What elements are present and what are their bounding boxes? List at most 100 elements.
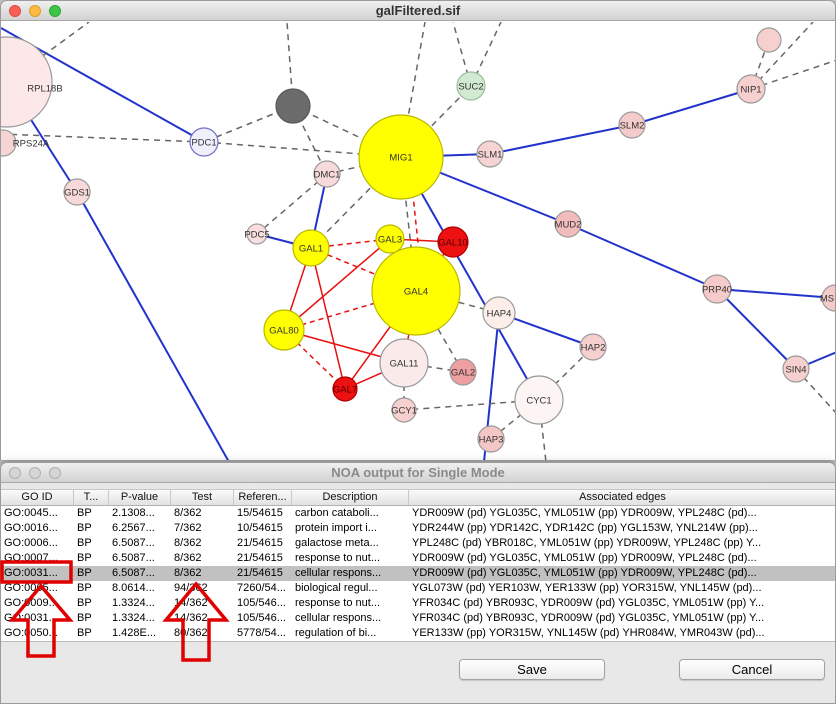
cell-type: BP (77, 612, 92, 624)
save-button[interactable]: Save (459, 659, 605, 680)
cell-reference: 21/54615 (237, 552, 283, 564)
edge-gray-dashed (750, 39, 770, 90)
node-SLM1[interactable] (476, 140, 504, 168)
node-HAP4[interactable] (482, 296, 516, 330)
node-SIN4[interactable] (782, 355, 810, 383)
node-label-GAL80: GAL80 (269, 325, 299, 336)
node-unnamed-dark[interactable] (275, 88, 311, 124)
cell-reference: 10/54615 (237, 522, 283, 534)
cell-edges: YFR034C (pd) YBR093C, YDR009W (pd) YGL03… (412, 597, 765, 609)
node-MIG1[interactable] (358, 114, 444, 200)
node-PDC1[interactable] (189, 127, 219, 157)
node-GAL1[interactable] (292, 229, 330, 267)
column-header-description[interactable]: Description (292, 490, 409, 505)
node-SLM2[interactable] (618, 111, 646, 139)
node-MS[interactable] (821, 284, 835, 312)
node-label-MS: MS (820, 293, 834, 304)
node-label-HAP4: HAP4 (487, 308, 512, 319)
node-SUC2[interactable] (456, 71, 486, 101)
cell-description: biological regul... (295, 582, 378, 594)
node-label-PDC1: PDC1 (191, 137, 216, 148)
cell-p_value: 6.5087... (112, 537, 155, 549)
cell-type: BP (77, 507, 92, 519)
column-header-p_value[interactable]: P-value (109, 490, 171, 505)
node-GAL7[interactable] (332, 376, 358, 402)
minimize-icon[interactable] (29, 467, 41, 479)
node-label-GAL4: GAL4 (404, 286, 428, 297)
node-GAL4[interactable] (371, 246, 461, 336)
node-CYC1[interactable] (514, 375, 564, 425)
node-label-GAL2: GAL2 (451, 367, 475, 378)
close-icon[interactable] (9, 467, 21, 479)
node-PRP40[interactable] (702, 274, 732, 304)
node-GDS1[interactable] (63, 178, 91, 206)
node-MUD2[interactable] (554, 210, 582, 238)
node-label-CYC1: CYC1 (526, 395, 551, 406)
node-NIP1[interactable] (736, 74, 766, 104)
cell-type: BP (77, 552, 92, 564)
node-GAL10[interactable] (437, 226, 469, 258)
node-HAP3[interactable] (477, 425, 505, 453)
cell-test: 8/362 (174, 507, 202, 519)
column-header-type[interactable]: T... (74, 490, 109, 505)
node-label-GAL1: GAL1 (299, 243, 323, 254)
node-label-HAP2: HAP2 (581, 342, 606, 353)
node-RPL18B[interactable] (1, 36, 53, 128)
network-window-titlebar[interactable]: galFiltered.sif (1, 1, 835, 21)
node-GCY1[interactable] (391, 397, 417, 423)
node-label-MUD2: MUD2 (555, 219, 582, 230)
node-PDC5[interactable] (246, 223, 268, 245)
cell-test: 8/362 (174, 537, 202, 549)
cancel-button[interactable]: Cancel (679, 659, 825, 680)
cell-reference: 105/546... (237, 597, 286, 609)
node-GAL80[interactable] (263, 309, 305, 351)
edge-gray-dashed (750, 59, 835, 90)
close-icon[interactable] (9, 5, 21, 17)
node-GAL11[interactable] (379, 338, 429, 388)
column-header-go_id[interactable]: GO ID (1, 490, 74, 505)
node-label-RPL18B: RPL18B (27, 83, 62, 94)
edge-blue-solid (567, 223, 718, 290)
edge-blue-solid (716, 288, 835, 299)
node-label-SLM2: SLM2 (620, 120, 645, 131)
cell-go_id: GO:0016... (4, 522, 58, 534)
column-header-edges[interactable]: Associated edges (409, 490, 836, 505)
cell-reference: 5778/54... (237, 627, 286, 639)
column-header-reference[interactable]: Referen... (234, 490, 292, 505)
node-unnamed-top-right[interactable] (756, 27, 782, 53)
cell-edges: YER133W (pp) YOR315W, YNL145W (pd) YHR08… (412, 627, 765, 639)
noa-window-titlebar[interactable]: NOA output for Single Mode (1, 463, 835, 483)
cell-p_value: 8.0614... (112, 582, 155, 594)
zoom-icon[interactable] (49, 5, 61, 17)
zoom-icon[interactable] (49, 467, 61, 479)
node-DMC1[interactable] (313, 160, 341, 188)
node-GAL2[interactable] (449, 358, 477, 386)
cell-type: BP (77, 537, 92, 549)
cell-p_value: 6.2567... (112, 522, 155, 534)
node-RPS24A[interactable] (1, 129, 17, 157)
node-GAL3[interactable] (375, 224, 405, 254)
traffic-lights (9, 467, 61, 479)
cell-test: 94/362 (174, 582, 208, 594)
minimize-icon[interactable] (29, 5, 41, 17)
node-label-SLM1: SLM1 (478, 149, 503, 160)
node-HAP2[interactable] (579, 333, 607, 361)
node-label-GCY1: GCY1 (391, 405, 417, 416)
node-label-NIP1: NIP1 (740, 84, 761, 95)
column-header-test[interactable]: Test (171, 490, 234, 505)
cell-test: 14/362 (174, 612, 208, 624)
